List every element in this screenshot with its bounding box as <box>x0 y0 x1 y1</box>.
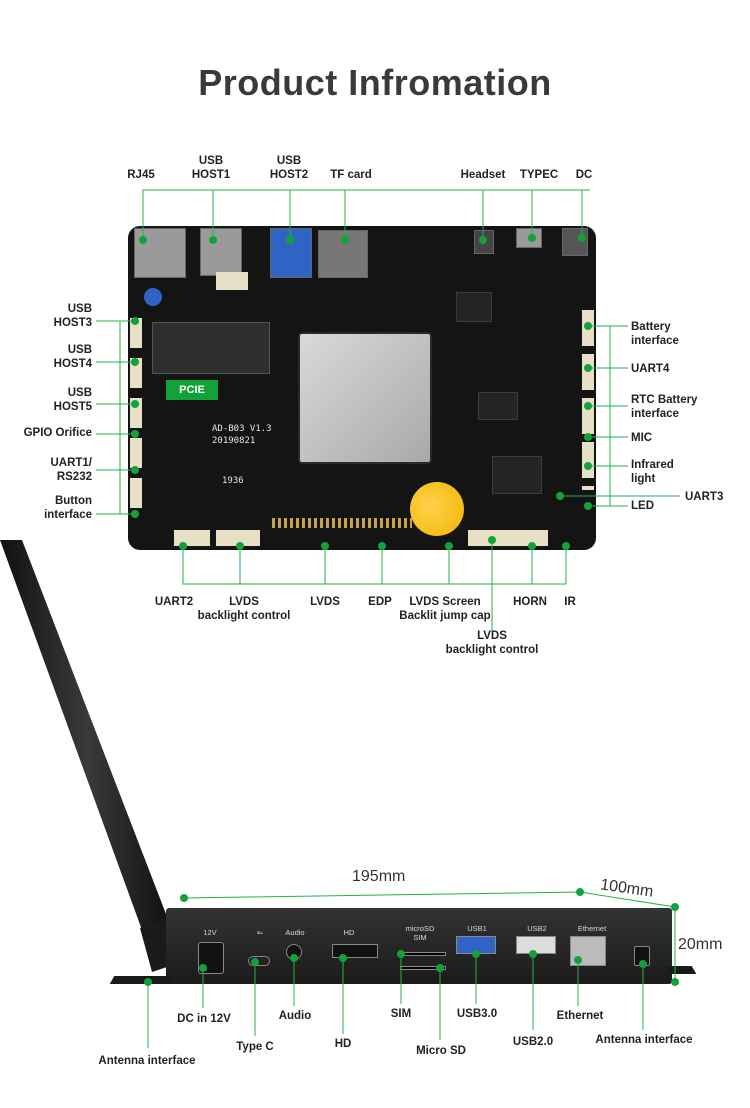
dimension-length: 195mm <box>352 868 406 885</box>
device-box: 12V ⇐ Audio HD microSD SIM USB1 USB2 Eth… <box>166 908 672 984</box>
label-sim: SIM <box>390 1008 412 1020</box>
label-audio: Audio <box>278 1010 312 1022</box>
label-dc-in-12v: DC in 12V <box>177 1013 231 1025</box>
silk-usb: ⇐ <box>256 928 264 937</box>
dc-port <box>562 228 588 256</box>
ic-chip <box>478 392 518 420</box>
label-usb30: USB3.0 <box>456 1008 498 1020</box>
label-lvds-backlight-1: LVDS backlight control <box>197 596 291 622</box>
label-antenna-right: Antenna interface <box>595 1034 693 1046</box>
label-antenna-left: Antenna interface <box>98 1055 196 1067</box>
label-uart4: UART4 <box>631 363 670 375</box>
label-usb-host3: USB HOST3 <box>53 303 92 329</box>
label-edp: EDP <box>368 596 392 608</box>
label-micro-sd: Micro SD <box>416 1045 466 1057</box>
label-battery: Battery interface <box>631 321 679 347</box>
label-horn: HORN <box>513 596 547 608</box>
silk-usb2: USB2 <box>527 924 547 933</box>
header-white <box>216 272 248 290</box>
label-typec: TYPEC <box>519 169 559 181</box>
label-rtc-battery: RTC Battery interface <box>631 394 698 420</box>
label-usb-host5: USB HOST5 <box>53 387 92 413</box>
label-uart1: UART1/ RS232 <box>50 457 92 483</box>
potentiometer <box>144 288 162 306</box>
silk-ethernet: Ethernet <box>577 924 607 933</box>
board-model: AD-B03 V1.3 <box>212 424 272 434</box>
label-lvds-backlight-2: LVDS backlight control <box>445 630 539 656</box>
label-lvds: LVDS <box>310 596 340 608</box>
usb-host1-port <box>200 228 242 276</box>
label-dc: DC <box>575 169 593 181</box>
typec-port <box>248 956 270 966</box>
label-uart3: UART3 <box>685 491 724 503</box>
label-rj45: RJ45 <box>127 169 155 181</box>
right-headers <box>582 310 594 490</box>
pcie-tag: PCIE <box>166 380 218 400</box>
label-hd: HD <box>334 1038 352 1050</box>
label-headset: Headset <box>460 169 506 181</box>
label-infrared: Infrared light <box>631 459 674 485</box>
ic-chip <box>492 456 542 494</box>
pcie-slot <box>152 322 270 374</box>
ic-chip <box>456 292 492 322</box>
label-usb20: USB2.0 <box>512 1036 554 1048</box>
label-usb-host2: USB HOST2 <box>269 155 309 181</box>
label-tf-card: TF card <box>330 169 372 181</box>
label-usb-host4: USB HOST4 <box>53 344 92 370</box>
label-led: LED <box>631 500 654 512</box>
left-headers <box>130 318 142 516</box>
board-code: 1936 <box>222 476 244 486</box>
bottom-header-backlight <box>216 530 260 546</box>
label-usb-host1: USB HOST1 <box>191 155 231 181</box>
label-lvds-screen: LVDS Screen Backlit jump cap <box>399 596 491 622</box>
label-uart2: UART2 <box>154 596 194 608</box>
label-mic: MIC <box>631 432 653 444</box>
soc-shield <box>298 332 432 464</box>
lvds-pins <box>272 518 412 528</box>
label-button: Button interface <box>44 495 92 521</box>
page-title: Product Infromation <box>198 62 552 103</box>
label-gpio: GPIO Orifice <box>23 427 92 439</box>
mainboard-image: PCIE AD-B03 V1.3 20190821 1936 <box>128 226 596 550</box>
silk-microsd-sim: microSD SIM <box>405 924 435 942</box>
label-ir: IR <box>564 596 576 608</box>
silk-hd: HD <box>343 928 355 937</box>
silk-audio: Audio <box>285 928 305 937</box>
label-type-c: Type C <box>236 1041 274 1053</box>
dimension-height: 20mm <box>678 936 723 953</box>
board-date: 20190821 <box>212 436 256 446</box>
silk-usb1: USB1 <box>467 924 487 933</box>
bottom-header-right <box>468 530 548 546</box>
label-ethernet: Ethernet <box>556 1010 604 1022</box>
silk-12v: 12V <box>203 928 217 937</box>
